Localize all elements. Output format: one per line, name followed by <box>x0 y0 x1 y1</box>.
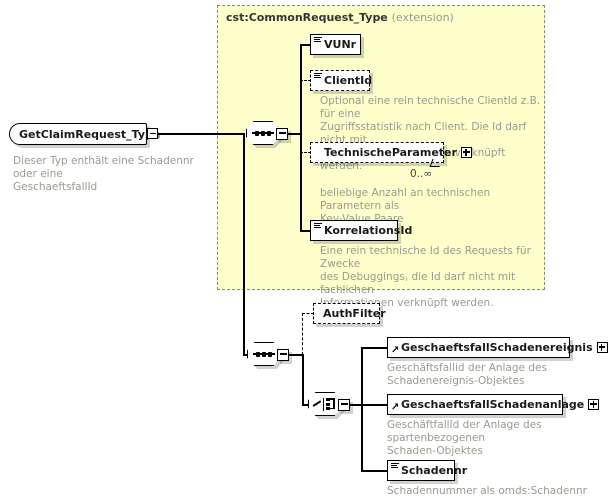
sequence-icon <box>252 130 274 136</box>
element-icon <box>391 463 399 469</box>
group-panel-title-kind: (extension) <box>391 11 454 24</box>
connector-korrelationsid <box>300 230 311 232</box>
connector-vunr <box>300 44 311 46</box>
gfschadenereignis-documentation: Geschäftsfallid der Anlage des Schadener… <box>387 362 547 387</box>
compositor-collapse-toggle[interactable] <box>338 398 350 411</box>
node-label: KorrelationsId <box>324 224 413 237</box>
gfschadenanlage-documentation: GeschäftfallId der Anlage des spartenbez… <box>387 419 542 457</box>
compositor-collapse-toggle[interactable] <box>277 348 289 361</box>
node-label: Schadennr <box>401 464 468 477</box>
connector-choice-spine <box>361 347 363 471</box>
node-label: AuthFilter <box>323 307 386 320</box>
reference-icon: ↗ <box>391 402 400 413</box>
connector-root-spine <box>243 133 245 355</box>
node-vunr[interactable]: VUNr <box>310 34 361 55</box>
element-icon <box>314 37 322 43</box>
node-label: GetClaimRequest_Type <box>19 127 161 141</box>
connector-technischeparameter <box>300 152 311 153</box>
root-documentation: Dieser Typ enthält eine Schadennr oder e… <box>13 155 194 193</box>
schadennr-documentation: Schadennummer als omds:Schadennr <box>387 485 587 497</box>
node-schadennr[interactable]: Schadennr <box>387 460 467 481</box>
technischeparameter-expand-toggle[interactable] <box>460 147 472 158</box>
node-technischeparameter[interactable]: TechnischeParameter <box>310 142 472 163</box>
compositor-sequence-outer[interactable] <box>247 342 292 369</box>
element-icon <box>314 223 322 229</box>
group-panel-title-label: cst:CommonRequest_Type <box>226 11 388 24</box>
korrelationsid-documentation: Eine rein technische Id des Requests für… <box>320 245 531 309</box>
node-label: GeschaeftsfallSchadenanlage <box>401 398 585 411</box>
compositor-collapse-toggle[interactable] <box>276 127 288 140</box>
connector-root-out <box>158 133 244 135</box>
root-collapse-toggle[interactable] <box>147 128 158 139</box>
node-get-claim-request-type[interactable]: GetClaimRequest_Type <box>9 123 160 145</box>
connector-seq-common-out <box>288 133 302 135</box>
gfschadenanlage-expand-toggle[interactable] <box>588 399 600 410</box>
node-label: GeschaeftsfallSchadenereignis <box>401 341 593 354</box>
connector-gfschadenanlage <box>361 404 388 406</box>
sequence-icon <box>253 351 275 357</box>
connector-seq-common-spine <box>300 44 302 231</box>
connector-authfilter <box>302 313 314 314</box>
reference-icon: ↗ <box>391 345 400 356</box>
node-korrelationsid[interactable]: KorrelationsId <box>310 220 412 241</box>
compositor-choice-ids[interactable] <box>308 392 353 419</box>
connector-lower-branch <box>243 354 248 356</box>
technischeparameter-occurrence: 0..∞ <box>410 168 433 180</box>
connector-seq-outer-spine-lower <box>302 354 304 405</box>
connector-to-choice <box>302 404 309 406</box>
node-geschaeftsfallschadenanlage[interactable]: ↗ GeschaeftsfallSchadenanlage <box>387 394 600 415</box>
node-label: VUNr <box>324 38 357 51</box>
gfschadenereignis-expand-toggle[interactable] <box>596 342 608 353</box>
group-panel-title: cst:CommonRequest_Type (extension) <box>226 11 454 24</box>
connector-seq-outer-out <box>289 354 304 356</box>
compositor-sequence-common[interactable] <box>246 121 291 148</box>
element-icon <box>314 73 322 79</box>
connector-clientid <box>300 80 311 81</box>
choice-icon <box>312 397 337 411</box>
node-authfilter[interactable]: AuthFilter <box>313 303 386 324</box>
connector-seq-outer-spine <box>302 313 303 355</box>
connector-schadennr <box>361 470 388 472</box>
compositor-shape-choice <box>308 392 342 416</box>
connector-gfschadenereignis <box>361 347 388 349</box>
node-geschaeftsfallschadenereignis[interactable]: ↗ GeschaeftsfallSchadenereignis <box>387 337 608 358</box>
connector-choice-out <box>350 404 363 406</box>
node-label: ClientId <box>324 74 373 87</box>
node-clientid[interactable]: ClientId <box>310 70 373 91</box>
node-label: TechnischeParameter <box>324 146 457 159</box>
